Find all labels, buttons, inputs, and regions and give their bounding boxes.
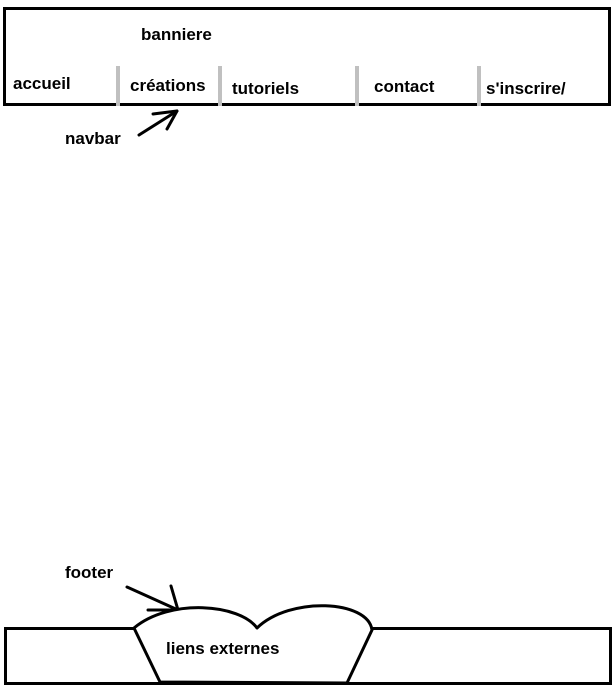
navbar-annotation-label: navbar (65, 129, 121, 148)
navbar (3, 66, 611, 106)
footer-arrow-icon (125, 584, 180, 612)
nav-item-creations[interactable]: créations (130, 76, 206, 95)
nav-item-tutoriels[interactable]: tutoriels (232, 79, 300, 98)
navbar-arrow-icon (137, 109, 179, 137)
banner-label: banniere (141, 25, 212, 44)
nav-item-sinscrire[interactable]: s'inscrire/ (486, 79, 566, 98)
footer-external-links[interactable]: liens externes (166, 639, 280, 658)
nav-item-accueil[interactable]: accueil (13, 74, 71, 93)
nav-separator (218, 66, 222, 106)
nav-item-contact[interactable]: contact (374, 77, 435, 96)
nav-separator (116, 66, 120, 106)
nav-separator (355, 66, 359, 106)
footer-links-tab (132, 604, 374, 685)
nav-separator (477, 66, 481, 106)
footer-annotation-label: footer (65, 563, 114, 582)
